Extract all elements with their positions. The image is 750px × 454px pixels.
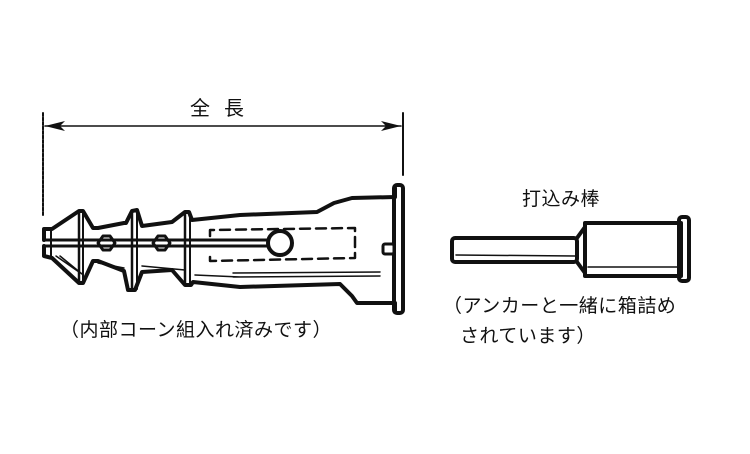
anchor-upper-outline	[42, 186, 397, 242]
right-arrowhead-icon	[381, 121, 401, 131]
anchor-lower-outline	[42, 244, 397, 314]
slot-end-hole	[266, 229, 294, 257]
shading-lines	[55, 255, 381, 278]
slot-hole-2	[151, 234, 172, 252]
pin-body	[583, 221, 683, 278]
pin-shaft	[450, 236, 579, 264]
overall-length-dimension	[42, 112, 404, 216]
pin-head	[677, 215, 691, 283]
anchor-drawing	[42, 183, 405, 315]
overall-length-label: 全長	[190, 96, 258, 120]
setting-pin-label: 打込み棒	[522, 188, 601, 210]
anchor-tab	[381, 242, 396, 256]
setting-pin-drawing	[450, 215, 691, 283]
slot-hole-1	[96, 234, 117, 252]
setting-pin-caption-line2: されています）	[460, 325, 596, 347]
setting-pin-caption-line1: （アンカーと一緒に箱詰め	[443, 295, 677, 317]
internal-cone-hidden	[208, 226, 357, 263]
left-arrowhead-icon	[45, 121, 65, 131]
anchor-caption: （内部コーン組入れ済みです）	[60, 319, 333, 341]
pin-shaft-shade	[455, 254, 576, 257]
